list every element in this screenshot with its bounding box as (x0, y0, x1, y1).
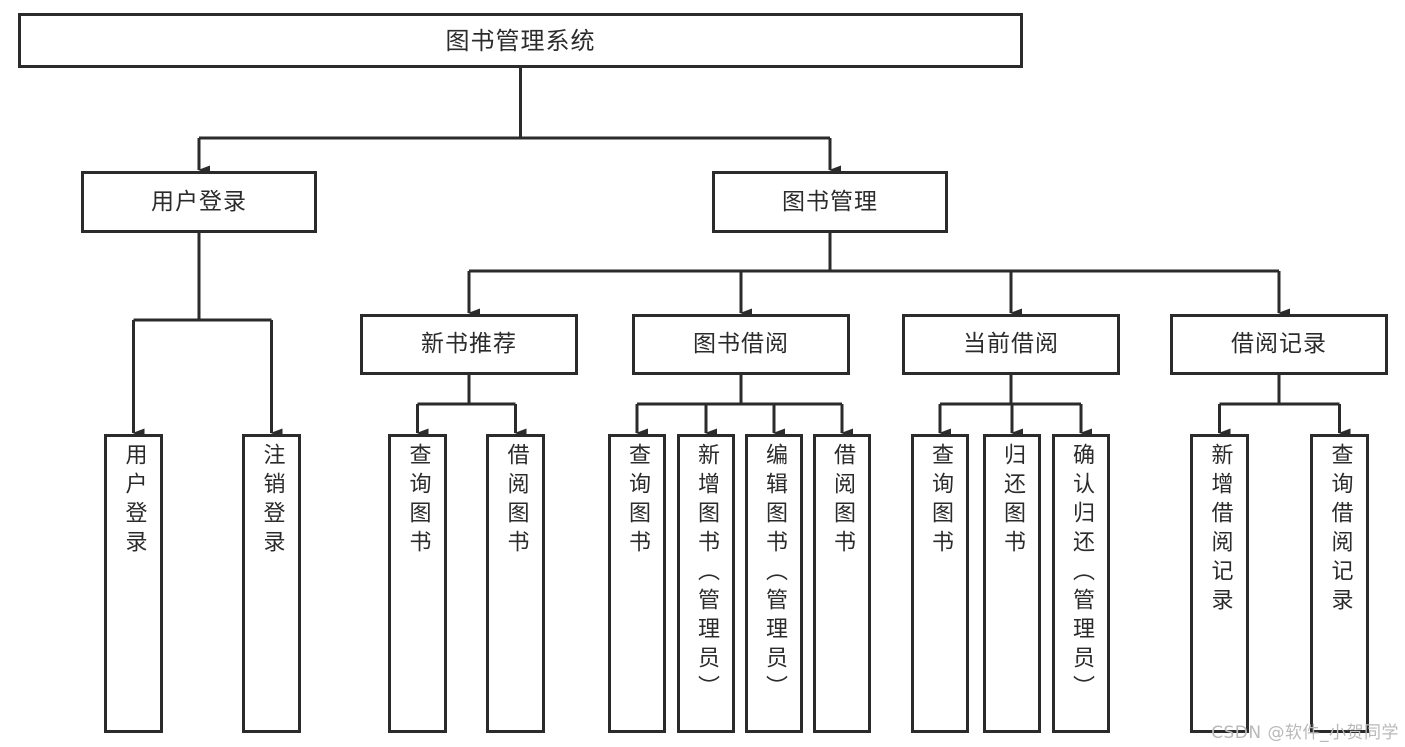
node-leaf-query-book-2-label: 查询图书 (625, 443, 650, 559)
node-book-manage-label: 图书管理 (782, 188, 878, 215)
node-leaf-add-book-label: 新增图书（管理员） (694, 443, 719, 704)
node-leaf-user-login-label: 用户登录 (121, 443, 147, 559)
node-current-borrow[interactable]: 当前借阅 (902, 314, 1120, 375)
node-current-borrow-label: 当前借阅 (963, 331, 1059, 358)
node-leaf-query-book-3[interactable]: 查询图书 (911, 434, 969, 733)
node-leaf-query-record-label: 查询借阅记录 (1327, 443, 1353, 617)
node-borrow-record[interactable]: 借阅记录 (1170, 314, 1388, 375)
node-leaf-user-logout[interactable]: 注销登录 (242, 434, 301, 733)
node-leaf-confirm-return[interactable]: 确认归还（管理员） (1052, 434, 1110, 733)
node-leaf-borrow-book-1-label: 借阅图书 (503, 443, 529, 559)
node-root-label: 图书管理系统 (445, 26, 596, 55)
node-new-book-recommend-label: 新书推荐 (421, 331, 517, 358)
node-user-login-label: 用户登录 (151, 188, 247, 215)
node-leaf-confirm-return-label: 确认归还（管理员） (1069, 443, 1094, 704)
node-book-manage[interactable]: 图书管理 (712, 171, 948, 233)
node-leaf-user-logout-label: 注销登录 (259, 443, 285, 559)
node-leaf-edit-book[interactable]: 编辑图书（管理员） (745, 434, 803, 733)
node-leaf-query-book-1[interactable]: 查询图书 (388, 434, 447, 733)
node-leaf-add-record-label: 新增借阅记录 (1207, 443, 1233, 617)
node-leaf-add-record[interactable]: 新增借阅记录 (1190, 434, 1249, 733)
node-leaf-query-book-2[interactable]: 查询图书 (608, 434, 666, 733)
node-leaf-query-record[interactable]: 查询借阅记录 (1310, 434, 1369, 733)
node-book-borrow[interactable]: 图书借阅 (632, 314, 850, 375)
node-leaf-edit-book-label: 编辑图书（管理员） (762, 443, 787, 704)
node-leaf-query-book-3-label: 查询图书 (928, 443, 953, 559)
node-leaf-user-login[interactable]: 用户登录 (104, 434, 163, 733)
node-user-login[interactable]: 用户登录 (81, 171, 317, 233)
node-root[interactable]: 图书管理系统 (18, 13, 1023, 68)
node-leaf-borrow-book-2-label: 借阅图书 (830, 443, 855, 559)
node-leaf-query-book-1-label: 查询图书 (405, 443, 431, 559)
node-new-book-recommend[interactable]: 新书推荐 (360, 314, 578, 375)
node-leaf-borrow-book-1[interactable]: 借阅图书 (486, 434, 545, 733)
node-leaf-borrow-book-2[interactable]: 借阅图书 (813, 434, 871, 733)
node-borrow-record-label: 借阅记录 (1231, 331, 1327, 358)
node-leaf-return-book-label: 归还图书 (1000, 443, 1025, 559)
node-leaf-return-book[interactable]: 归还图书 (983, 434, 1041, 733)
node-leaf-add-book[interactable]: 新增图书（管理员） (677, 434, 735, 733)
node-book-borrow-label: 图书借阅 (693, 331, 789, 358)
